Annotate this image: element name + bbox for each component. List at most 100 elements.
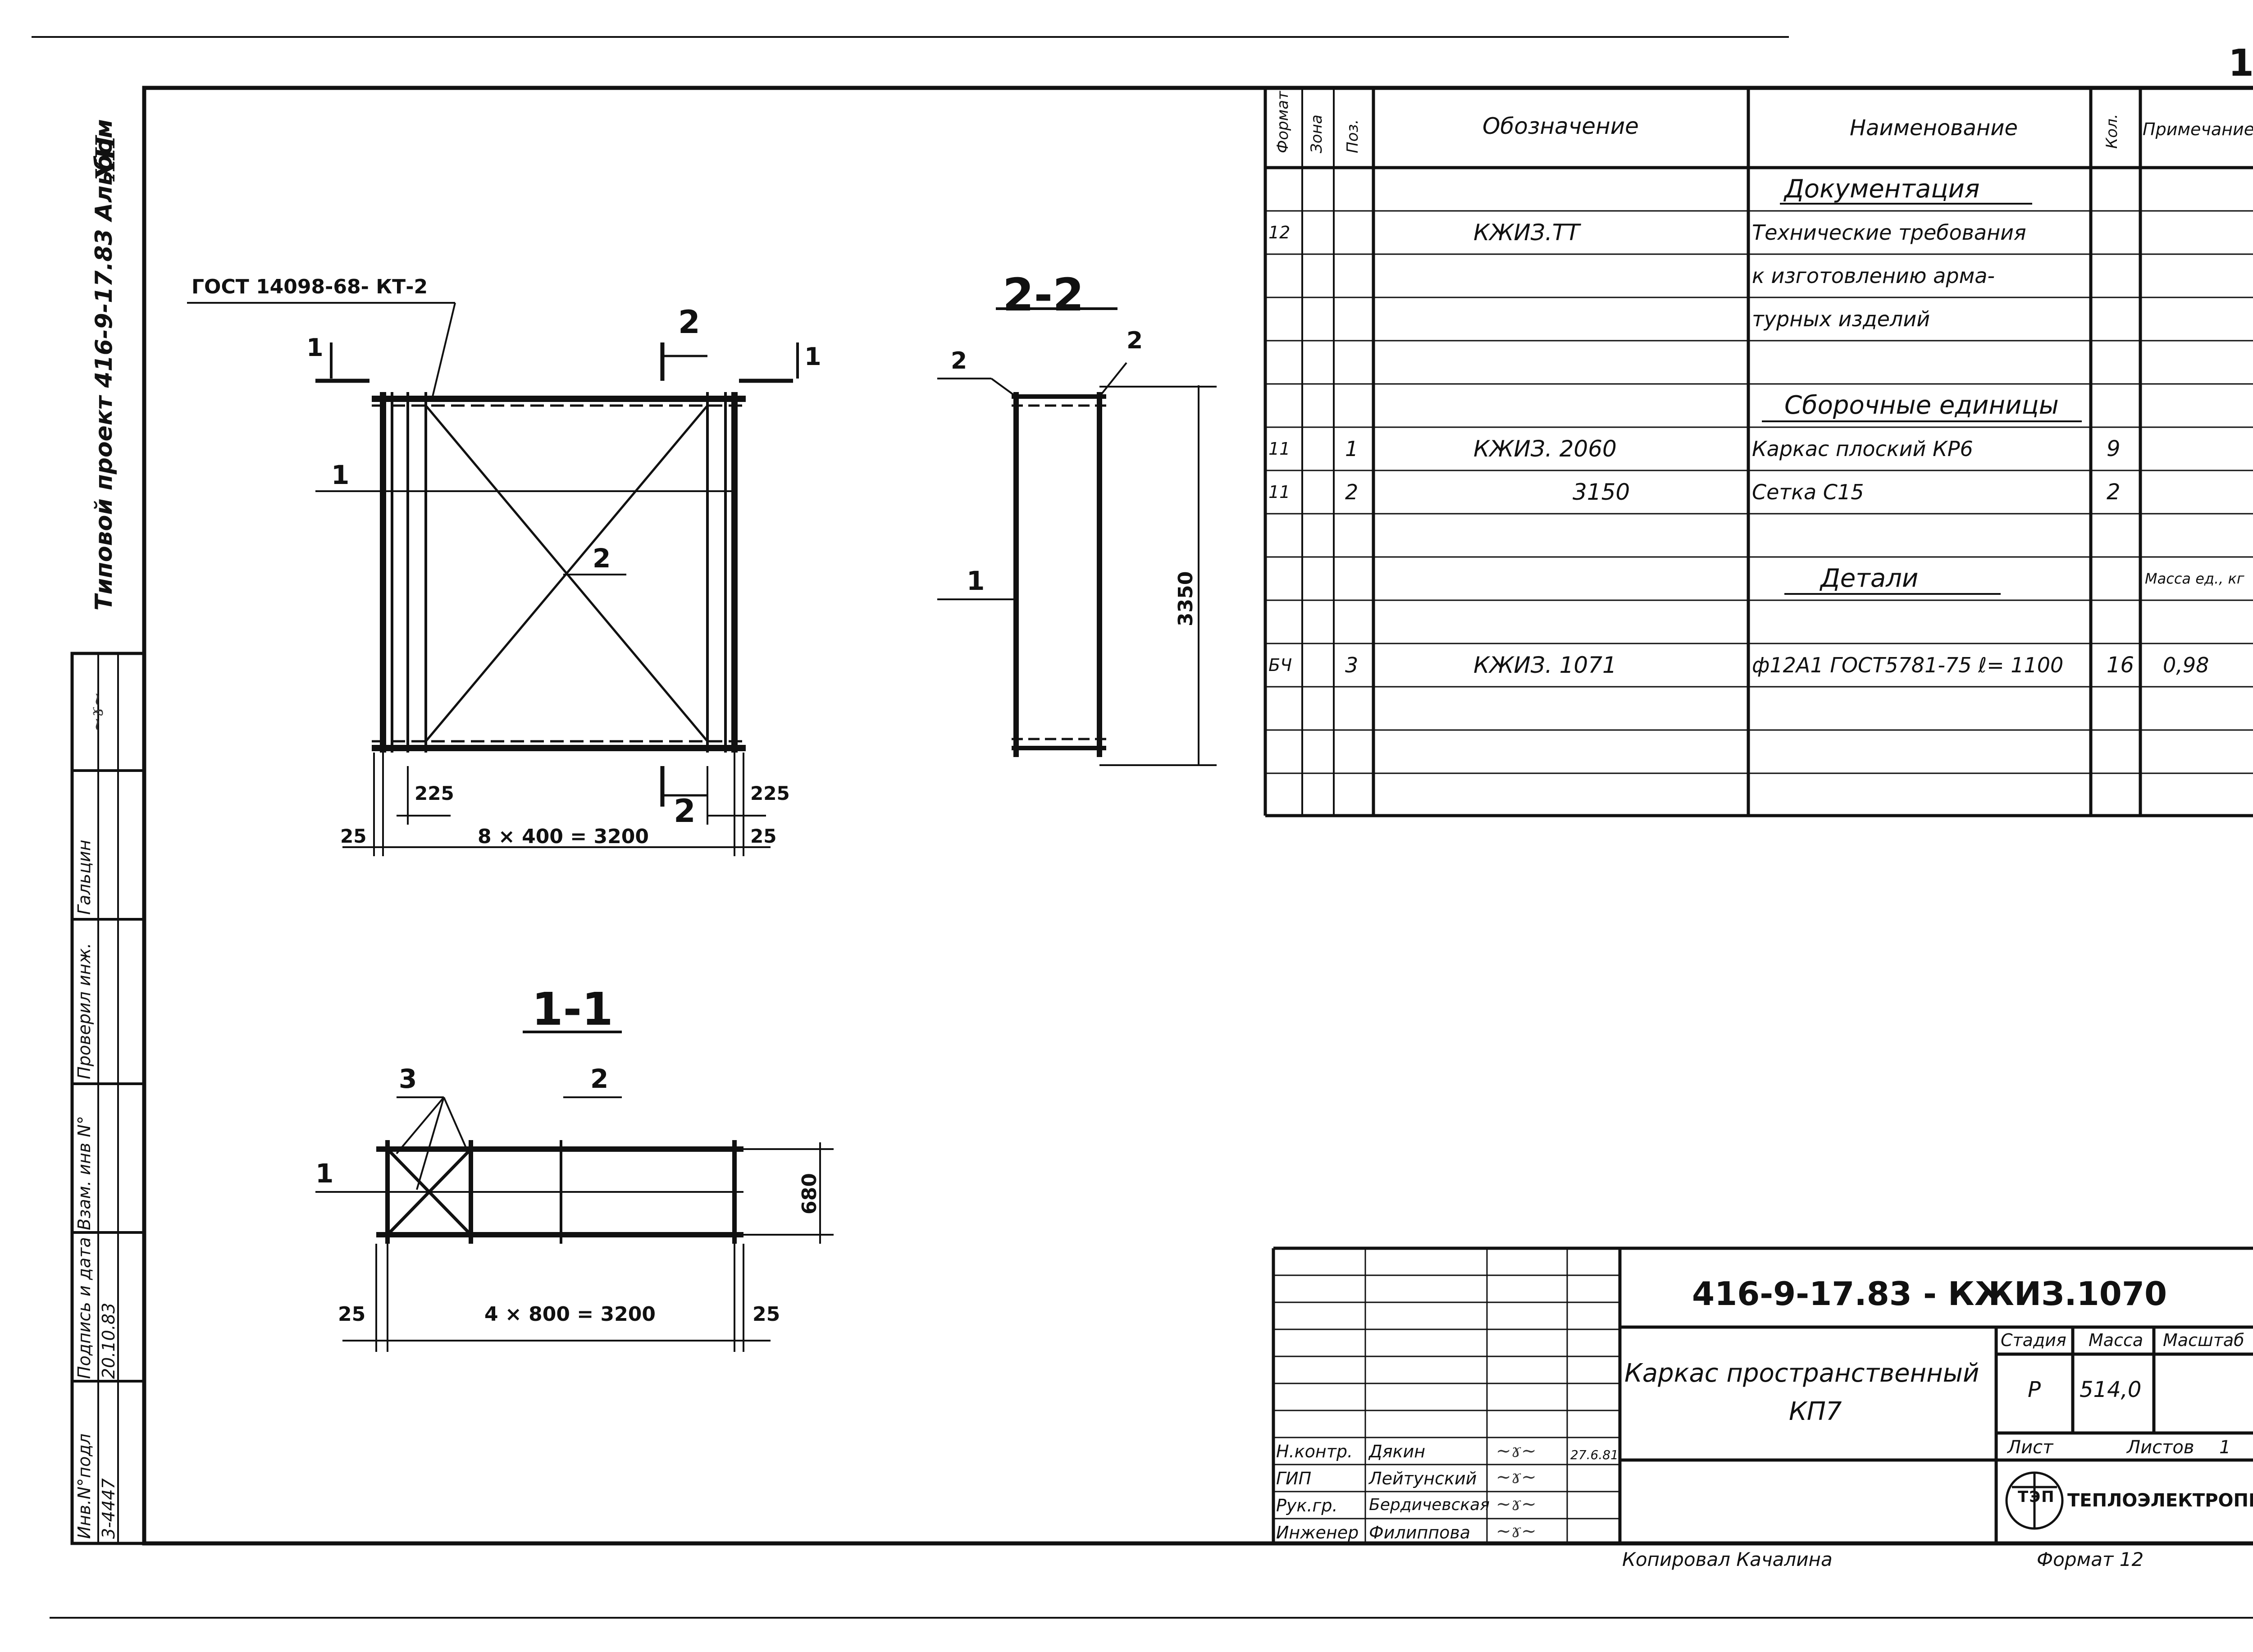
spec-cell-designation: КЖИЗ. 1071: [1473, 652, 1617, 678]
spec-cell-name: Документация: [1784, 174, 1980, 204]
org-name: ТЕПЛОЭЛЕКТРОПРОЕКТ: [2067, 1490, 2253, 1511]
item-name-line1: Каркас пространственный: [1624, 1359, 1979, 1388]
mass-value: 514,0: [2080, 1377, 2142, 1402]
spec-cell-qty: 9: [2107, 436, 2121, 461]
spec-cell-designation: 3150: [1573, 479, 1630, 505]
spec-cell-name: Детали: [1820, 564, 1919, 593]
stamp-label-signature: Подпись и дата: [74, 1237, 94, 1379]
spec-cell-designation: КЖИЗ.ТТ: [1473, 219, 1580, 246]
spec-cell-format: 12: [1268, 223, 1291, 242]
format-label: Формат 12: [2037, 1548, 2144, 1570]
stamp-inv-value: 3-4447: [99, 1478, 119, 1539]
spec-header-name: Наименование: [1850, 115, 2018, 141]
main-pos2-label: 2: [593, 543, 611, 574]
stamp-date-value: 20.10.83: [99, 1302, 119, 1379]
signoff-date: 27.6.81: [1570, 1447, 1619, 1462]
spec-cell-format: 11: [1268, 482, 1291, 502]
spec-cell-name: турных изделий: [1752, 307, 1930, 331]
section-1-1-pos2: 2: [590, 1063, 609, 1094]
section-2-2-pos1: 1: [967, 566, 985, 596]
section-2-2-title: 2-2: [1003, 269, 1084, 321]
spec-cell-name: Сетка С15: [1752, 480, 1864, 504]
spec-cell-format: 11: [1268, 439, 1291, 459]
signature-mark: ~ɤ~: [1496, 1441, 1537, 1461]
main-dim-total: 8 × 400 = 3200: [478, 825, 649, 848]
section-2-2-height: 3350: [1174, 571, 1197, 626]
stamp-label-checked: Проверил инж.: [74, 943, 94, 1079]
item-name-line2: КП7: [1789, 1397, 1842, 1426]
section-2-2-pos-left: 2: [951, 347, 967, 374]
role-gip: ГИП: [1276, 1469, 1312, 1488]
section-1-1-pos1: 1: [315, 1158, 334, 1189]
stage-label: Стадия: [2001, 1330, 2066, 1350]
sheets-label: Листов: [2127, 1437, 2194, 1458]
spec-header-qty: Кол.: [2103, 114, 2121, 149]
main-pos1-label: 1: [331, 460, 350, 490]
spec-cell-name: ф12А1 ГОСТ5781-75 ℓ= 1100: [1752, 653, 2064, 677]
stamp-label-inv: Инв.N°подл: [74, 1433, 94, 1539]
main-dim-right2: 225: [750, 782, 790, 804]
spec-cell-note: Масса ед., кг: [2145, 570, 2244, 587]
signature-mark: ~ɤ~: [1496, 1521, 1537, 1542]
spec-cell-note: 0,98: [2163, 653, 2209, 677]
org-logo-letters: ТЭП: [2018, 1488, 2055, 1506]
spec-cell-pos: 2: [1345, 480, 1359, 504]
spec-cell-name: Технические требования: [1752, 220, 2026, 245]
sheets-value: 1: [2219, 1437, 2231, 1458]
name-engineer: Филиппова: [1369, 1523, 1471, 1542]
spec-cell-format: БЧ: [1268, 655, 1292, 675]
section-2-2-pos-right: 2: [1126, 327, 1143, 354]
section-1-1-dim-total: 4 × 800 = 3200: [484, 1303, 656, 1326]
spec-cell-pos: 3: [1345, 653, 1359, 677]
main-dim-left2: 225: [415, 782, 454, 804]
section-2-2-drawing: [937, 307, 1217, 766]
main-dim-right: 25: [750, 825, 777, 847]
name-gip: Лейтунский: [1369, 1469, 1477, 1488]
role-engineer: Инженер: [1276, 1523, 1359, 1542]
spec-cell-name: Каркас плоский КР6: [1752, 437, 1973, 461]
stamp-label-checker: Гальцин: [74, 840, 94, 915]
role-lead: Рук.гр.: [1276, 1496, 1338, 1515]
mass-label: Масса: [2089, 1330, 2144, 1350]
copied-by: Копировал Качалина: [1622, 1548, 1833, 1570]
org-logo-icon: [2005, 1471, 2064, 1530]
role-ncontr: Н.контр.: [1276, 1442, 1353, 1461]
album-roman: XII: [90, 135, 121, 180]
signature-mark: ~ɤ~: [86, 692, 107, 732]
sheet-label: Лист: [2007, 1437, 2053, 1458]
spec-cell-qty: 2: [2107, 479, 2121, 505]
side-title: Типовой проект 416-9-17.83 Альбом: [91, 119, 118, 611]
spec-header-designation: Обозначение: [1482, 113, 1639, 139]
cut2-bottom-label: 2: [674, 793, 696, 830]
signature-mark: ~ɤ~: [1496, 1467, 1537, 1488]
cut2-top-label: 2: [678, 304, 700, 341]
name-ncontr: Дякин: [1369, 1442, 1426, 1461]
scale-label: Масштаб: [2163, 1330, 2244, 1350]
section-1-1-dim-left: 25: [338, 1303, 366, 1326]
section-1-1-drawing: [315, 1031, 834, 1352]
section-1-1-pos3: 3: [399, 1063, 417, 1094]
main-dim-left: 25: [340, 825, 367, 847]
cut1-left-label: 1: [306, 333, 324, 362]
section-1-1-height: 680: [798, 1173, 821, 1214]
spec-header-note: Примечание: [2143, 119, 2253, 139]
cut1-right-label: 1: [804, 342, 821, 371]
stamp-label-replace: Взам. инв N°: [74, 1116, 94, 1230]
page-number: 12: [2228, 42, 2253, 85]
spec-header-format: Формат: [1274, 91, 1292, 153]
signature-mark: ~ɤ~: [1496, 1494, 1537, 1515]
stage-value: Р: [2028, 1377, 2041, 1402]
spec-cell-name: к изготовлению арма-: [1752, 264, 1995, 288]
name-lead: Бердичевская: [1369, 1496, 1490, 1514]
spec-cell-pos: 1: [1345, 437, 1359, 461]
spec-header-zone: Зона: [1308, 114, 1326, 153]
spec-cell-qty: 16: [2107, 653, 2134, 678]
spec-cell-designation: КЖИЗ. 2060: [1473, 436, 1617, 462]
section-1-1-dim-right: 25: [753, 1303, 780, 1326]
section-1-1-title: 1-1: [532, 983, 613, 1036]
spec-cell-name: Сборочные единицы: [1784, 391, 2059, 420]
main-frame-drawing: [187, 302, 799, 856]
spec-header-pos: Поз.: [1344, 119, 1362, 153]
gost-note: ГОСТ 14098-68- КТ-2: [192, 275, 428, 298]
